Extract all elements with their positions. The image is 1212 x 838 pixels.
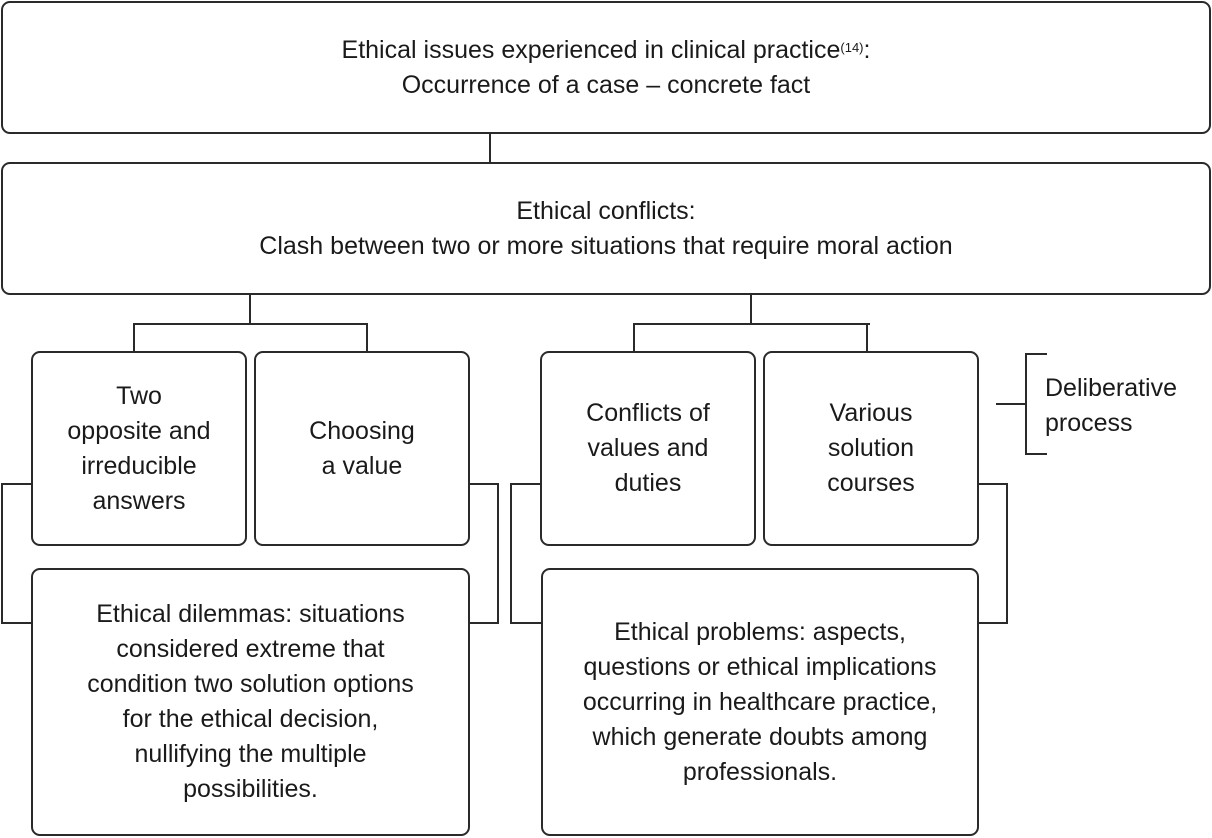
various-line1: Various: [829, 399, 913, 427]
ethical-issues-line1: Ethical issues experienced in clinical p…: [342, 33, 871, 68]
dilemmas-line6: possibilities.: [183, 775, 318, 803]
right-group-right-bracket-vertical: [1006, 483, 1008, 624]
deliberative-line2: process: [1045, 409, 1133, 437]
problems-line4: which generate doubts among: [592, 722, 928, 751]
conflicts-of-values-text: Conflicts of values and duties: [586, 396, 710, 501]
ethical-conflicts-text: Ethical conflicts: Clash between two or …: [259, 194, 952, 264]
right-group-left-bracket-vertical: [510, 483, 512, 624]
various-solution-courses-box: Various solution courses: [763, 351, 979, 546]
conflicts-values-line1: Conflicts of: [586, 399, 710, 427]
deliberative-line1: Deliberative: [1045, 374, 1178, 402]
conflicts-values-line3: duties: [614, 469, 682, 497]
problems-line5: professionals.: [682, 757, 838, 786]
ethical-issues-title: Ethical issues experienced in clinical p…: [341, 35, 841, 64]
problems-line2: questions or ethical implications: [583, 652, 937, 681]
conflicts-values-line2: values and: [587, 434, 709, 462]
choosing-line2: a value: [321, 451, 403, 480]
two-opposite-line1: Two: [116, 381, 162, 410]
left-bracket-top: [1, 483, 32, 485]
deliberative-bracket-vertical: [1025, 353, 1027, 455]
various-line3: courses: [827, 469, 915, 497]
left-group-right-bracket-top: [468, 483, 499, 485]
problems-line1: Ethical problems: aspects,: [614, 617, 906, 646]
connector-right-drop-1: [633, 323, 635, 353]
problems-line3: occurring in healthcare practice,: [582, 687, 938, 716]
two-opposite-line2: opposite and: [67, 416, 211, 445]
ethical-issues-text: Ethical issues experienced in clinical p…: [342, 33, 871, 103]
choosing-a-value-text: Choosing a value: [309, 414, 415, 484]
various-solution-courses-text: Various solution courses: [827, 396, 915, 501]
ethical-problems-box: Ethical problems: aspects, questions or …: [541, 568, 979, 836]
ethical-issues-line2: Occurrence of a case – concrete fact: [401, 70, 811, 99]
ethical-problems-text: Ethical problems: aspects, questions or …: [583, 615, 937, 790]
conflicts-of-values-box: Conflicts of values and duties: [540, 351, 756, 546]
dilemmas-line1: Ethical dilemmas: situations: [96, 600, 405, 628]
dilemmas-line2: considered extreme that: [116, 635, 385, 663]
ethical-dilemmas-box: Ethical dilemmas: situations considered …: [31, 568, 470, 836]
dilemmas-line5: nullifying the multiple: [134, 740, 367, 768]
right-group-right-bracket-top: [977, 483, 1008, 485]
connector-top-to-conflicts: [489, 133, 491, 164]
ethical-issues-box: Ethical issues experienced in clinical p…: [1, 1, 1211, 134]
ethical-conflicts-line2: Clash between two or more situations tha…: [259, 231, 953, 260]
right-group-right-bracket-bottom: [977, 622, 1008, 624]
various-line2: solution: [827, 434, 915, 462]
connector-left-drop-1: [133, 323, 135, 353]
choosing-line1: Choosing: [309, 416, 415, 445]
connector-conflicts-to-left: [249, 294, 251, 324]
choosing-a-value-box: Choosing a value: [254, 351, 470, 546]
ethical-conflicts-line1: Ethical conflicts:: [516, 196, 696, 225]
ethical-issues-colon: :: [863, 35, 871, 64]
dilemmas-line4: for the ethical decision,: [122, 705, 379, 733]
left-bracket-vertical: [1, 483, 3, 624]
dilemmas-line3: condition two solution options: [87, 670, 414, 698]
reference-superscript: (14): [840, 39, 864, 55]
left-group-right-bracket-bottom: [468, 622, 499, 624]
two-opposite-line3: irreducible: [81, 451, 197, 480]
ethical-dilemmas-text: Ethical dilemmas: situations considered …: [87, 597, 414, 807]
connector-right-horizontal: [633, 323, 870, 325]
deliberative-bracket-stem: [996, 403, 1027, 405]
two-opposite-line4: answers: [92, 486, 186, 515]
connector-left-drop-2: [366, 323, 368, 353]
deliberative-bracket-bottom: [1025, 453, 1047, 455]
two-opposite-answers-box: Two opposite and irreducible answers: [31, 351, 247, 546]
two-opposite-answers-text: Two opposite and irreducible answers: [67, 379, 210, 519]
right-group-left-bracket-bottom: [510, 622, 541, 624]
connector-conflicts-to-right: [750, 294, 752, 324]
deliberative-process-label: Deliberative process: [1045, 371, 1177, 441]
left-bracket-bottom: [1, 622, 32, 624]
connector-right-drop-2: [866, 323, 868, 353]
ethical-conflicts-box: Ethical conflicts: Clash between two or …: [1, 162, 1211, 295]
deliberative-bracket-top: [1025, 353, 1047, 355]
right-group-left-bracket-top: [510, 483, 541, 485]
connector-left-horizontal: [133, 323, 368, 325]
left-group-right-bracket-vertical: [497, 483, 499, 624]
